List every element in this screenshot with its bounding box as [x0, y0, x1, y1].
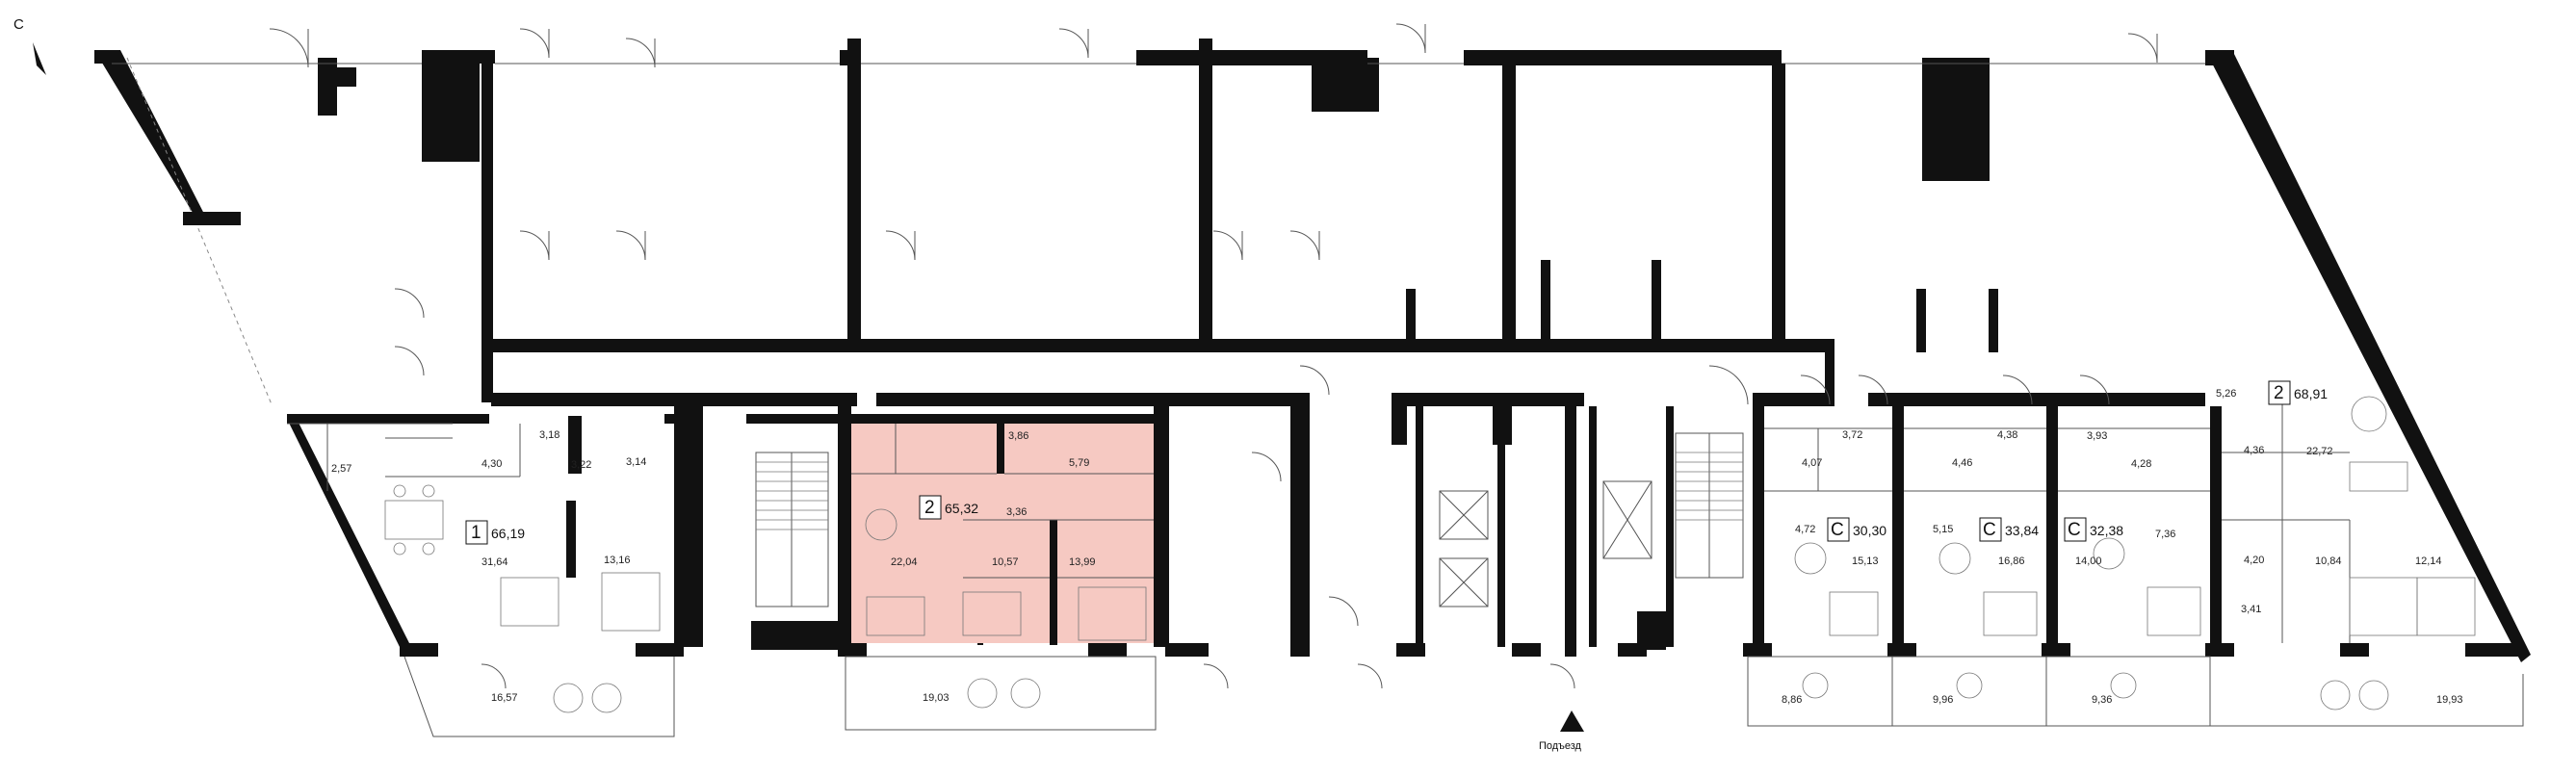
apartment-label-5[interactable]: С 32,38 — [2064, 517, 2123, 542]
apartment-rooms: С — [1831, 520, 1844, 540]
entrance-marker: Подъезд — [1539, 710, 1584, 752]
room-area: 5,15 — [1933, 524, 1953, 535]
room-area: 4,30 — [481, 458, 502, 470]
north-arrow-icon — [33, 42, 46, 75]
entrance-arrow-icon — [1560, 710, 1584, 732]
balconies — [403, 656, 2524, 737]
apartment-label-2[interactable]: 2 65,32 — [919, 495, 978, 520]
unit-partitions — [287, 404, 2351, 643]
apartment-label-4[interactable]: С 33,84 — [1979, 517, 2039, 542]
room-area: 4,72 — [1795, 524, 1815, 535]
room-area: 16,57 — [491, 692, 518, 704]
room-area: 4,38 — [1997, 429, 2017, 441]
room-area: 16,86 — [1998, 555, 2025, 567]
outer-walls — [94, 50, 2531, 662]
room-area: 13,99 — [1069, 556, 1096, 568]
room-area: 5,26 — [2216, 388, 2236, 400]
apartment-area: 30,30 — [1853, 523, 1886, 538]
apartment-label-6[interactable]: 2 68,91 — [2268, 380, 2328, 405]
room-area: 10,57 — [992, 556, 1019, 568]
staircase-right — [1675, 432, 1744, 579]
room-area: 14,00 — [2075, 555, 2102, 567]
room-area: 19,93 — [2436, 694, 2463, 706]
apartment-area: 32,38 — [2090, 523, 2123, 538]
room-area: 7,36 — [2155, 529, 2175, 540]
room-area: 10,84 — [2315, 555, 2342, 567]
entrance-label: Подъезд — [1539, 740, 1582, 752]
apartment-rooms: С — [1983, 520, 1996, 540]
staircase-left — [755, 452, 829, 607]
room-area: 3,14 — [626, 456, 646, 468]
apartment-rooms: 2 — [924, 498, 935, 518]
apartment-area: 33,84 — [2005, 523, 2039, 538]
room-area: 19,03 — [923, 692, 950, 704]
apartment-area: 66,19 — [491, 526, 525, 541]
highlighted-apartment[interactable] — [851, 424, 1154, 643]
room-area: 3,93 — [2087, 430, 2107, 442]
apartment-rooms: С — [2068, 520, 2081, 540]
room-area-labels: 2,57 4,30 3,18 3,22 3,14 31,64 13,16 16,… — [331, 388, 2463, 706]
room-area: 5,79 — [1069, 457, 1089, 469]
apartment-label-3[interactable]: С 30,30 — [1827, 517, 1886, 542]
room-area: 3,41 — [2241, 604, 2261, 615]
room-area: 3,22 — [571, 459, 591, 471]
furniture — [384, 396, 2476, 713]
room-area: 4,28 — [2131, 458, 2151, 470]
room-area: 4,07 — [1802, 457, 1822, 469]
apartment-area: 65,32 — [945, 501, 978, 516]
room-area: 15,13 — [1852, 555, 1879, 567]
room-area: 4,20 — [2244, 555, 2264, 566]
interior-walls — [287, 39, 2523, 657]
apartment-rooms: 1 — [471, 523, 481, 543]
room-area: 2,57 — [331, 463, 351, 475]
room-area: 8,86 — [1782, 694, 1802, 706]
room-area: 13,16 — [604, 555, 631, 566]
room-area: 3,36 — [1006, 506, 1027, 518]
room-area: 3,18 — [539, 429, 559, 441]
elevator-shafts — [1439, 480, 1652, 607]
room-area: 22,04 — [891, 556, 918, 568]
apartment-area: 68,91 — [2294, 386, 2328, 401]
room-area: 3,72 — [1842, 429, 1862, 441]
room-area: 9,96 — [1933, 694, 1953, 706]
door-swings — [269, 23, 2158, 689]
apartment-label-1[interactable]: 1 66,19 — [465, 520, 525, 545]
room-area: 3,86 — [1008, 430, 1028, 442]
room-area: 4,46 — [1952, 457, 1972, 469]
room-area: 12,14 — [2415, 555, 2442, 567]
room-area: 31,64 — [481, 556, 508, 568]
room-area: 4,36 — [2244, 445, 2264, 456]
apartment-rooms: 2 — [2274, 383, 2284, 403]
north-label: С — [13, 16, 24, 33]
room-area: 22,72 — [2306, 446, 2333, 457]
room-area: 9,36 — [2092, 694, 2112, 706]
